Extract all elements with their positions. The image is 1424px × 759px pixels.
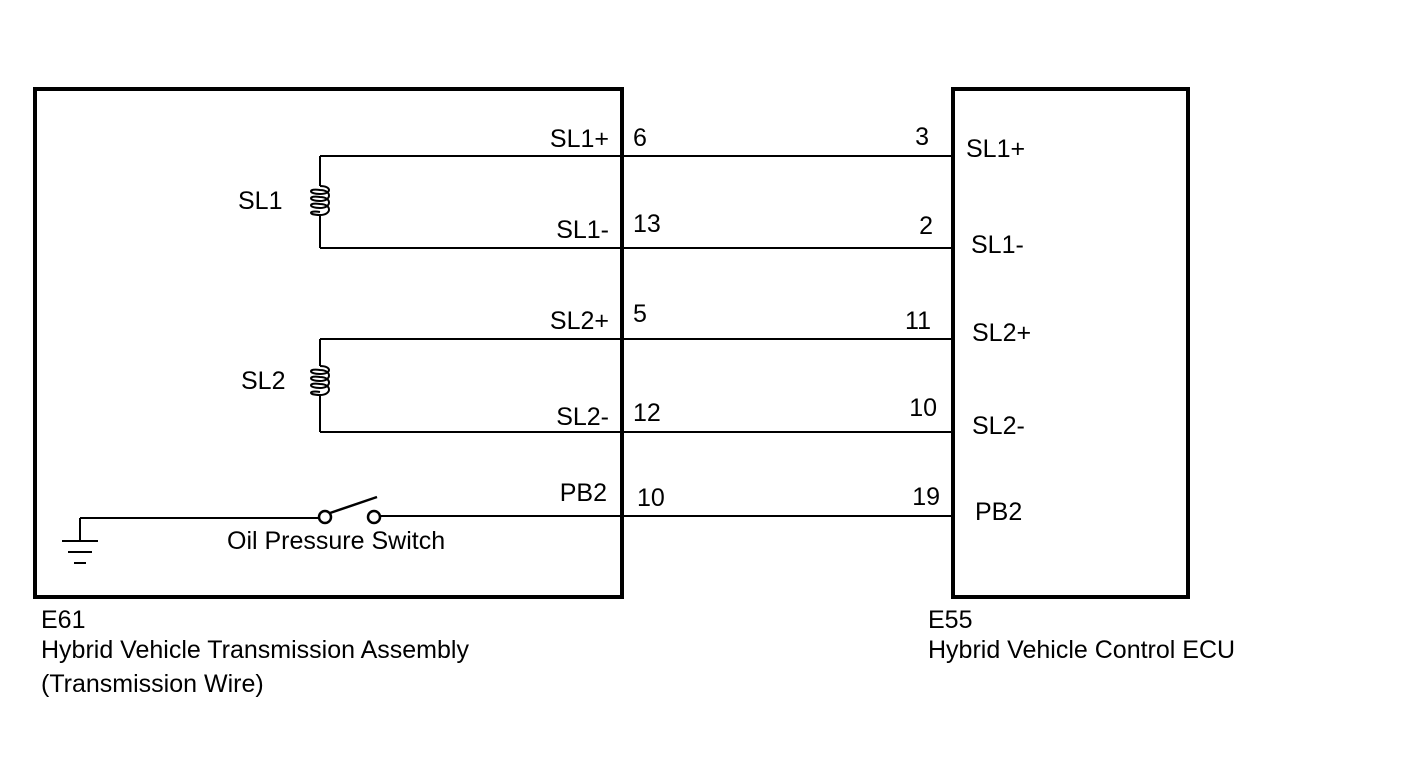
right-pin-11: 11 xyxy=(905,307,931,335)
right-pin-3: 3 xyxy=(915,123,929,151)
right-terminal-sl2-minus: SL2- xyxy=(972,412,1025,440)
right-pin-19: 19 xyxy=(912,483,940,511)
left-component-code: E61 xyxy=(41,606,85,634)
ground-icon xyxy=(62,518,98,564)
sl1-coil-icon xyxy=(310,156,330,248)
right-terminal-pb2: PB2 xyxy=(975,498,1022,526)
right-component-name: Hybrid Vehicle Control ECU xyxy=(928,636,1235,664)
left-terminal-sl1-plus: SL1+ xyxy=(550,125,609,153)
left-pin-6: 6 xyxy=(633,124,647,152)
left-terminal-pb2: PB2 xyxy=(560,479,607,507)
sl2-coil-icon xyxy=(310,339,330,432)
left-pin-10: 10 xyxy=(637,484,665,512)
left-pin-13: 13 xyxy=(633,210,661,238)
left-terminal-sl2-minus: SL2- xyxy=(556,403,609,431)
right-terminal-sl1-minus: SL1- xyxy=(971,231,1024,259)
left-pin-5: 5 xyxy=(633,300,647,328)
left-terminal-sl2-plus: SL2+ xyxy=(550,307,609,335)
right-component-code: E55 xyxy=(928,606,972,634)
transmission-assembly-box xyxy=(33,87,624,599)
oil-pressure-switch-icon xyxy=(80,495,382,525)
left-terminal-sl1-minus: SL1- xyxy=(556,216,609,244)
switch-label: Oil Pressure Switch xyxy=(227,527,445,555)
right-terminal-sl2-plus: SL2+ xyxy=(972,319,1031,347)
right-terminal-sl1-plus: SL1+ xyxy=(966,135,1025,163)
left-component-name: Hybrid Vehicle Transmission Assembly xyxy=(41,636,469,664)
right-pin-2: 2 xyxy=(919,212,933,240)
left-pin-12: 12 xyxy=(633,399,661,427)
right-pin-10: 10 xyxy=(909,394,937,422)
sl2-label: SL2 xyxy=(241,367,285,395)
control-ecu-box xyxy=(951,87,1190,599)
left-component-subname: (Transmission Wire) xyxy=(41,670,264,698)
sl1-label: SL1 xyxy=(238,187,282,215)
